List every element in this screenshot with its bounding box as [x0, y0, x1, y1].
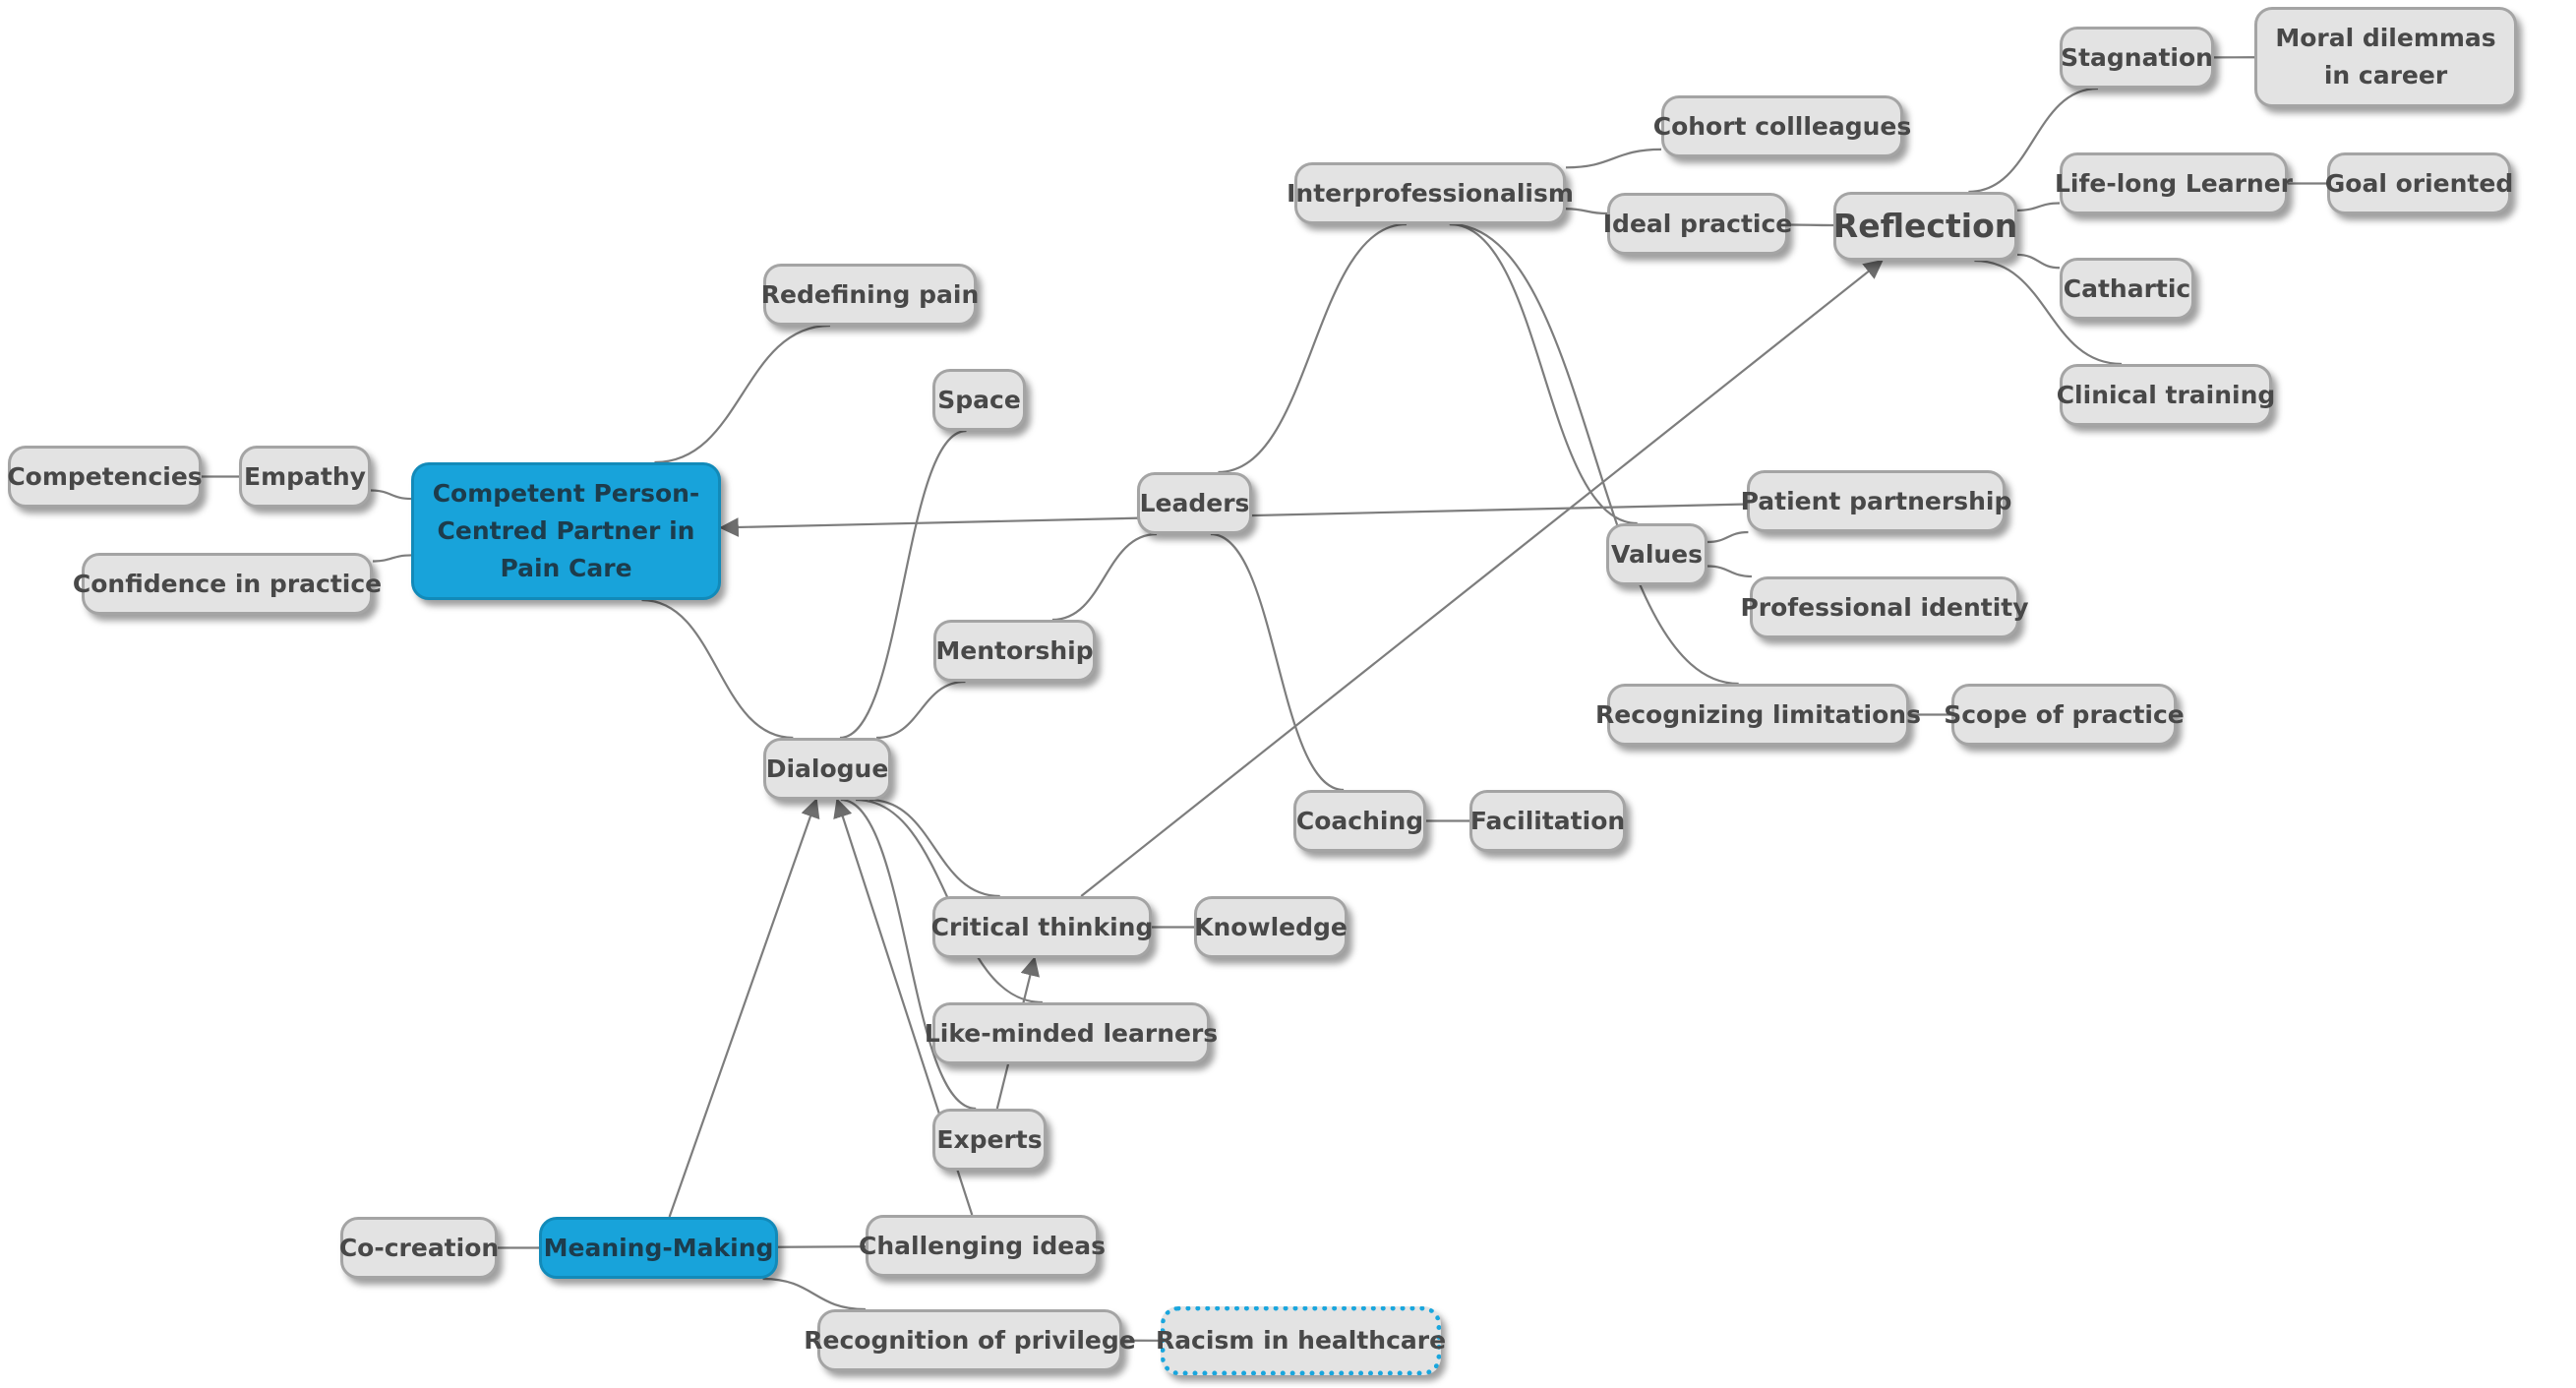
link-reflection-lifelong [2016, 202, 2061, 211]
link-dialogue-space [839, 429, 967, 740]
node-coaching[interactable]: Coaching [1293, 790, 1426, 852]
node-challenging[interactable]: Challenging ideas [859, 1215, 1106, 1277]
link-meaning-privilege [762, 1277, 866, 1311]
node-patient[interactable]: Patient partnership [1741, 470, 2011, 532]
node-stagnation[interactable]: Stagnation [2060, 27, 2214, 89]
link-reflection-clinical [1974, 259, 2123, 366]
node-ideal[interactable]: Ideal practice [1603, 193, 1792, 255]
node-competencies[interactable]: Competencies [7, 446, 203, 508]
node-reflection[interactable]: Reflection [1833, 192, 2017, 261]
link-values-patient [1707, 530, 1749, 544]
node-leaders[interactable]: Leaders [1137, 472, 1252, 534]
link-dialogue-experts [840, 798, 977, 1111]
link-mentorship-leaders [1051, 532, 1158, 622]
node-cocreation[interactable]: Co-creation [339, 1217, 499, 1279]
node-interprof[interactable]: Interprofessionalism [1287, 162, 1574, 224]
link-interprof-recoglim [1449, 222, 1739, 686]
link-dialogue-critical [869, 798, 1000, 898]
link-leaders-interprof [1218, 222, 1408, 474]
node-space[interactable]: Space [932, 369, 1026, 431]
node-facilitation[interactable]: Facilitation [1469, 790, 1626, 852]
link-interprof-values [1449, 222, 1638, 525]
node-clinical[interactable]: Clinical training [2057, 364, 2275, 426]
node-recoglim[interactable]: Recognizing limitations [1595, 684, 1921, 746]
link-reflection-stagnation [1968, 87, 2099, 194]
link-meaning-dialogue [668, 798, 820, 1218]
node-racism[interactable]: Racism in healthcare [1156, 1306, 1446, 1375]
node-privilege[interactable]: Recognition of privilege [804, 1309, 1136, 1371]
link-competent-redefining [654, 324, 831, 464]
node-knowledge[interactable]: Knowledge [1194, 896, 1348, 958]
node-meaning[interactable]: Meaning-Making [539, 1217, 778, 1279]
node-likeminded[interactable]: Like-minded learners [925, 1002, 1218, 1064]
link-reflection-cathartic [2016, 253, 2061, 270]
node-confidence[interactable]: Confidence in practice [73, 553, 382, 615]
link-empathy-competent [370, 489, 412, 501]
node-profid[interactable]: Professional identity [1740, 576, 2029, 638]
node-goal[interactable]: Goal oriented [2325, 152, 2513, 214]
node-redefining[interactable]: Redefining pain [761, 264, 979, 326]
node-dialogue[interactable]: Dialogue [763, 738, 891, 800]
node-critical[interactable]: Critical thinking [931, 896, 1153, 958]
node-mentorship[interactable]: Mentorship [933, 620, 1096, 682]
link-interprof-ideal [1565, 208, 1608, 215]
node-lifelong[interactable]: Life-long Learner [2055, 152, 2293, 214]
link-values-profid [1707, 565, 1752, 578]
node-empathy[interactable]: Empathy [239, 446, 371, 508]
node-competent[interactable]: Competent Person-Centred Partner in Pain… [411, 462, 721, 600]
link-meaning-challenging [777, 1245, 867, 1248]
link-critical-reflection [1080, 259, 1884, 897]
node-experts[interactable]: Experts [932, 1109, 1047, 1171]
link-leaders-coaching [1210, 532, 1345, 792]
node-moral[interactable]: Moral dilemmas in career [2254, 7, 2517, 107]
node-scope[interactable]: Scope of practice [1944, 684, 2185, 746]
link-interprof-cohort [1565, 148, 1662, 169]
node-cathartic[interactable]: Cathartic [2060, 258, 2194, 320]
link-competent-dialogue [641, 598, 794, 740]
link-confidence-competent [372, 554, 412, 563]
node-values[interactable]: Values [1606, 523, 1707, 585]
link-dialogue-mentorship [876, 680, 966, 740]
node-cohort[interactable]: Cohort collleagues [1653, 95, 1911, 157]
